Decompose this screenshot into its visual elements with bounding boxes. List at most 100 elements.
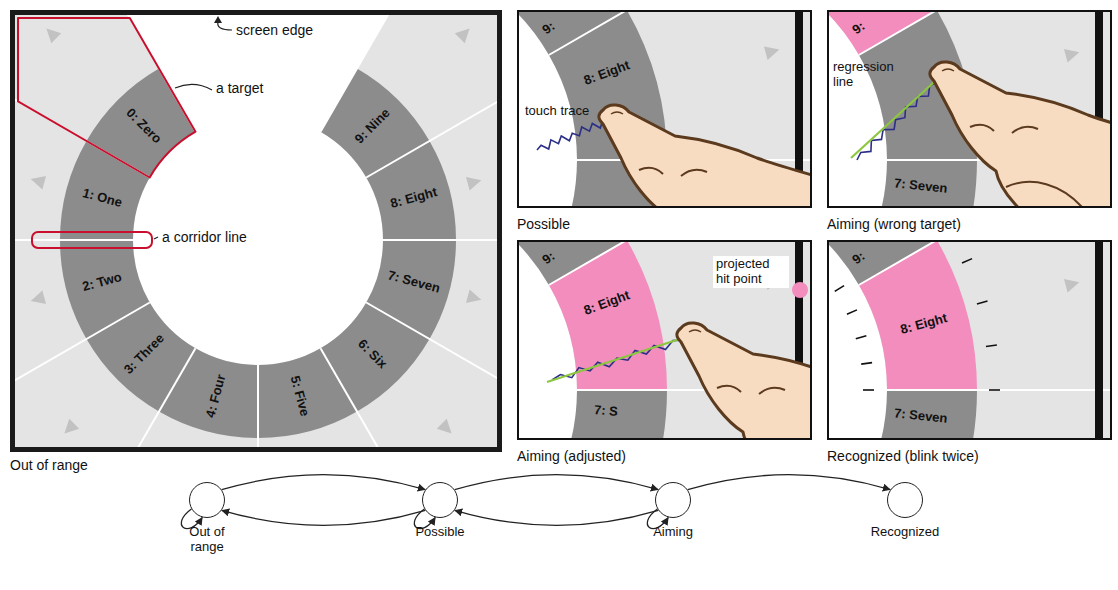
target-sector-shape: [321, 69, 430, 178]
finger-nail: [689, 330, 701, 332]
target-highlight: [18, 18, 196, 178]
state-label: Out of range: [181, 525, 233, 555]
corridor-line: [10, 348, 196, 452]
blink-mark: [856, 336, 867, 339]
panel-caption: Aiming (adjusted): [517, 448, 626, 464]
direction-triangle: [1064, 49, 1079, 63]
target-sector-shape: [60, 141, 150, 240]
hand-outline: [930, 62, 1112, 208]
blink-mark: [847, 310, 857, 314]
direction-triangle: [764, 46, 779, 60]
screen-edge-bar: [1095, 240, 1103, 440]
screen-panel: Recognized (blink twice)9:8: Eight7: Sev…: [827, 240, 1112, 440]
state-circle: Out of range: [189, 482, 225, 518]
finger-nail: [942, 69, 954, 71]
touch-trace: [857, 82, 937, 160]
target-sector-shape: [366, 240, 456, 339]
panel-caption: Out of range: [10, 457, 88, 473]
leader-line: [218, 22, 232, 30]
direction-triangle: [1064, 279, 1079, 293]
corridor-line: [887, 389, 1112, 391]
annotation-label: projected hit point: [713, 256, 789, 288]
hand-drawing: [930, 62, 1112, 208]
annotation-label: regression line: [833, 60, 905, 90]
finger-crease: [717, 386, 741, 392]
state-label: Recognized: [871, 525, 940, 540]
target-sector-shape: [517, 10, 627, 55]
target-sector-shape: [859, 390, 977, 440]
hand-drawing: [599, 105, 812, 208]
target-sector-shape: [517, 240, 627, 285]
state-circle: Recognized: [887, 482, 923, 518]
corridor-line: [366, 10, 502, 178]
state-transition: [455, 475, 659, 490]
direction-triangle: [455, 28, 470, 43]
state-label: Possible: [415, 525, 464, 540]
target-sector-shape: [159, 348, 258, 438]
blink-mark: [863, 389, 874, 391]
screen-border: [518, 241, 811, 439]
panel-caption: Aiming (wrong target): [827, 216, 961, 232]
inner-hole: [133, 115, 383, 365]
hand-drawing: [677, 323, 812, 440]
annotation-label: screen edge: [236, 22, 313, 38]
blink-mark: [977, 301, 988, 304]
target-sector-shape: [827, 10, 937, 55]
blink-mark: [986, 345, 997, 347]
blink-mark: [989, 389, 1000, 391]
target-sector-shape: [549, 390, 667, 440]
state-circle: Possible: [422, 482, 458, 518]
finger-nail: [611, 112, 623, 114]
annotation-label: a corridor line: [162, 229, 247, 245]
direction-triangle: [46, 28, 61, 43]
state-circle: Aiming: [655, 482, 691, 518]
blink-mark: [962, 259, 972, 263]
screen-border: [828, 241, 1111, 439]
finger-crease: [759, 388, 785, 394]
screen-border: [13, 13, 500, 450]
leader-line: [175, 84, 212, 90]
corridor-line: [859, 240, 1112, 285]
sector-label: 7: S: [594, 402, 619, 419]
state-transition: [688, 475, 891, 490]
screen-border: [828, 11, 1111, 207]
blink-mark: [861, 363, 872, 365]
screen-border: [518, 11, 811, 207]
ring-illustration: [10, 10, 502, 452]
hand-outline: [677, 323, 812, 440]
state-transition: [222, 475, 426, 490]
state-transition: [455, 510, 659, 525]
corridor-line: [859, 10, 1112, 55]
regression-line: [547, 336, 689, 382]
projected-hit-point: [792, 282, 808, 298]
direction-triangle: [466, 289, 481, 303]
direction-triangle: [31, 291, 46, 305]
leader-line: [154, 237, 158, 239]
corridor-line: [383, 239, 502, 241]
direction-triangle: [64, 419, 79, 434]
finger-crease: [1012, 127, 1038, 133]
panel-caption: Possible: [517, 216, 570, 232]
corridor-line: [10, 239, 133, 241]
ring-illustration: [827, 240, 1112, 440]
touch-trace: [537, 120, 609, 150]
target-sector: 7: S: [592, 402, 621, 421]
screen-panel: Aiming (wrong target)9:7: Seven: [827, 10, 1112, 208]
panel-caption: Recognized (blink twice): [827, 448, 979, 464]
finger-crease: [970, 125, 994, 131]
screen-panel: Out of range0: Zero1: One2: Two3: Three4…: [10, 10, 502, 452]
corridor-highlight: [32, 232, 152, 248]
annotation-label: touch trace: [525, 104, 589, 119]
corridor-line: [321, 348, 503, 452]
target-sector-shape: [859, 160, 977, 208]
finger-crease: [681, 170, 707, 176]
direction-triangle: [437, 419, 452, 434]
leader-arrowhead: [214, 16, 222, 23]
hand-outline: [599, 105, 812, 208]
state-label: Aiming: [653, 525, 693, 540]
direction-triangle: [31, 176, 46, 190]
finger-crease: [639, 168, 663, 174]
regression-line: [851, 72, 945, 158]
corridor-line: [10, 303, 150, 453]
